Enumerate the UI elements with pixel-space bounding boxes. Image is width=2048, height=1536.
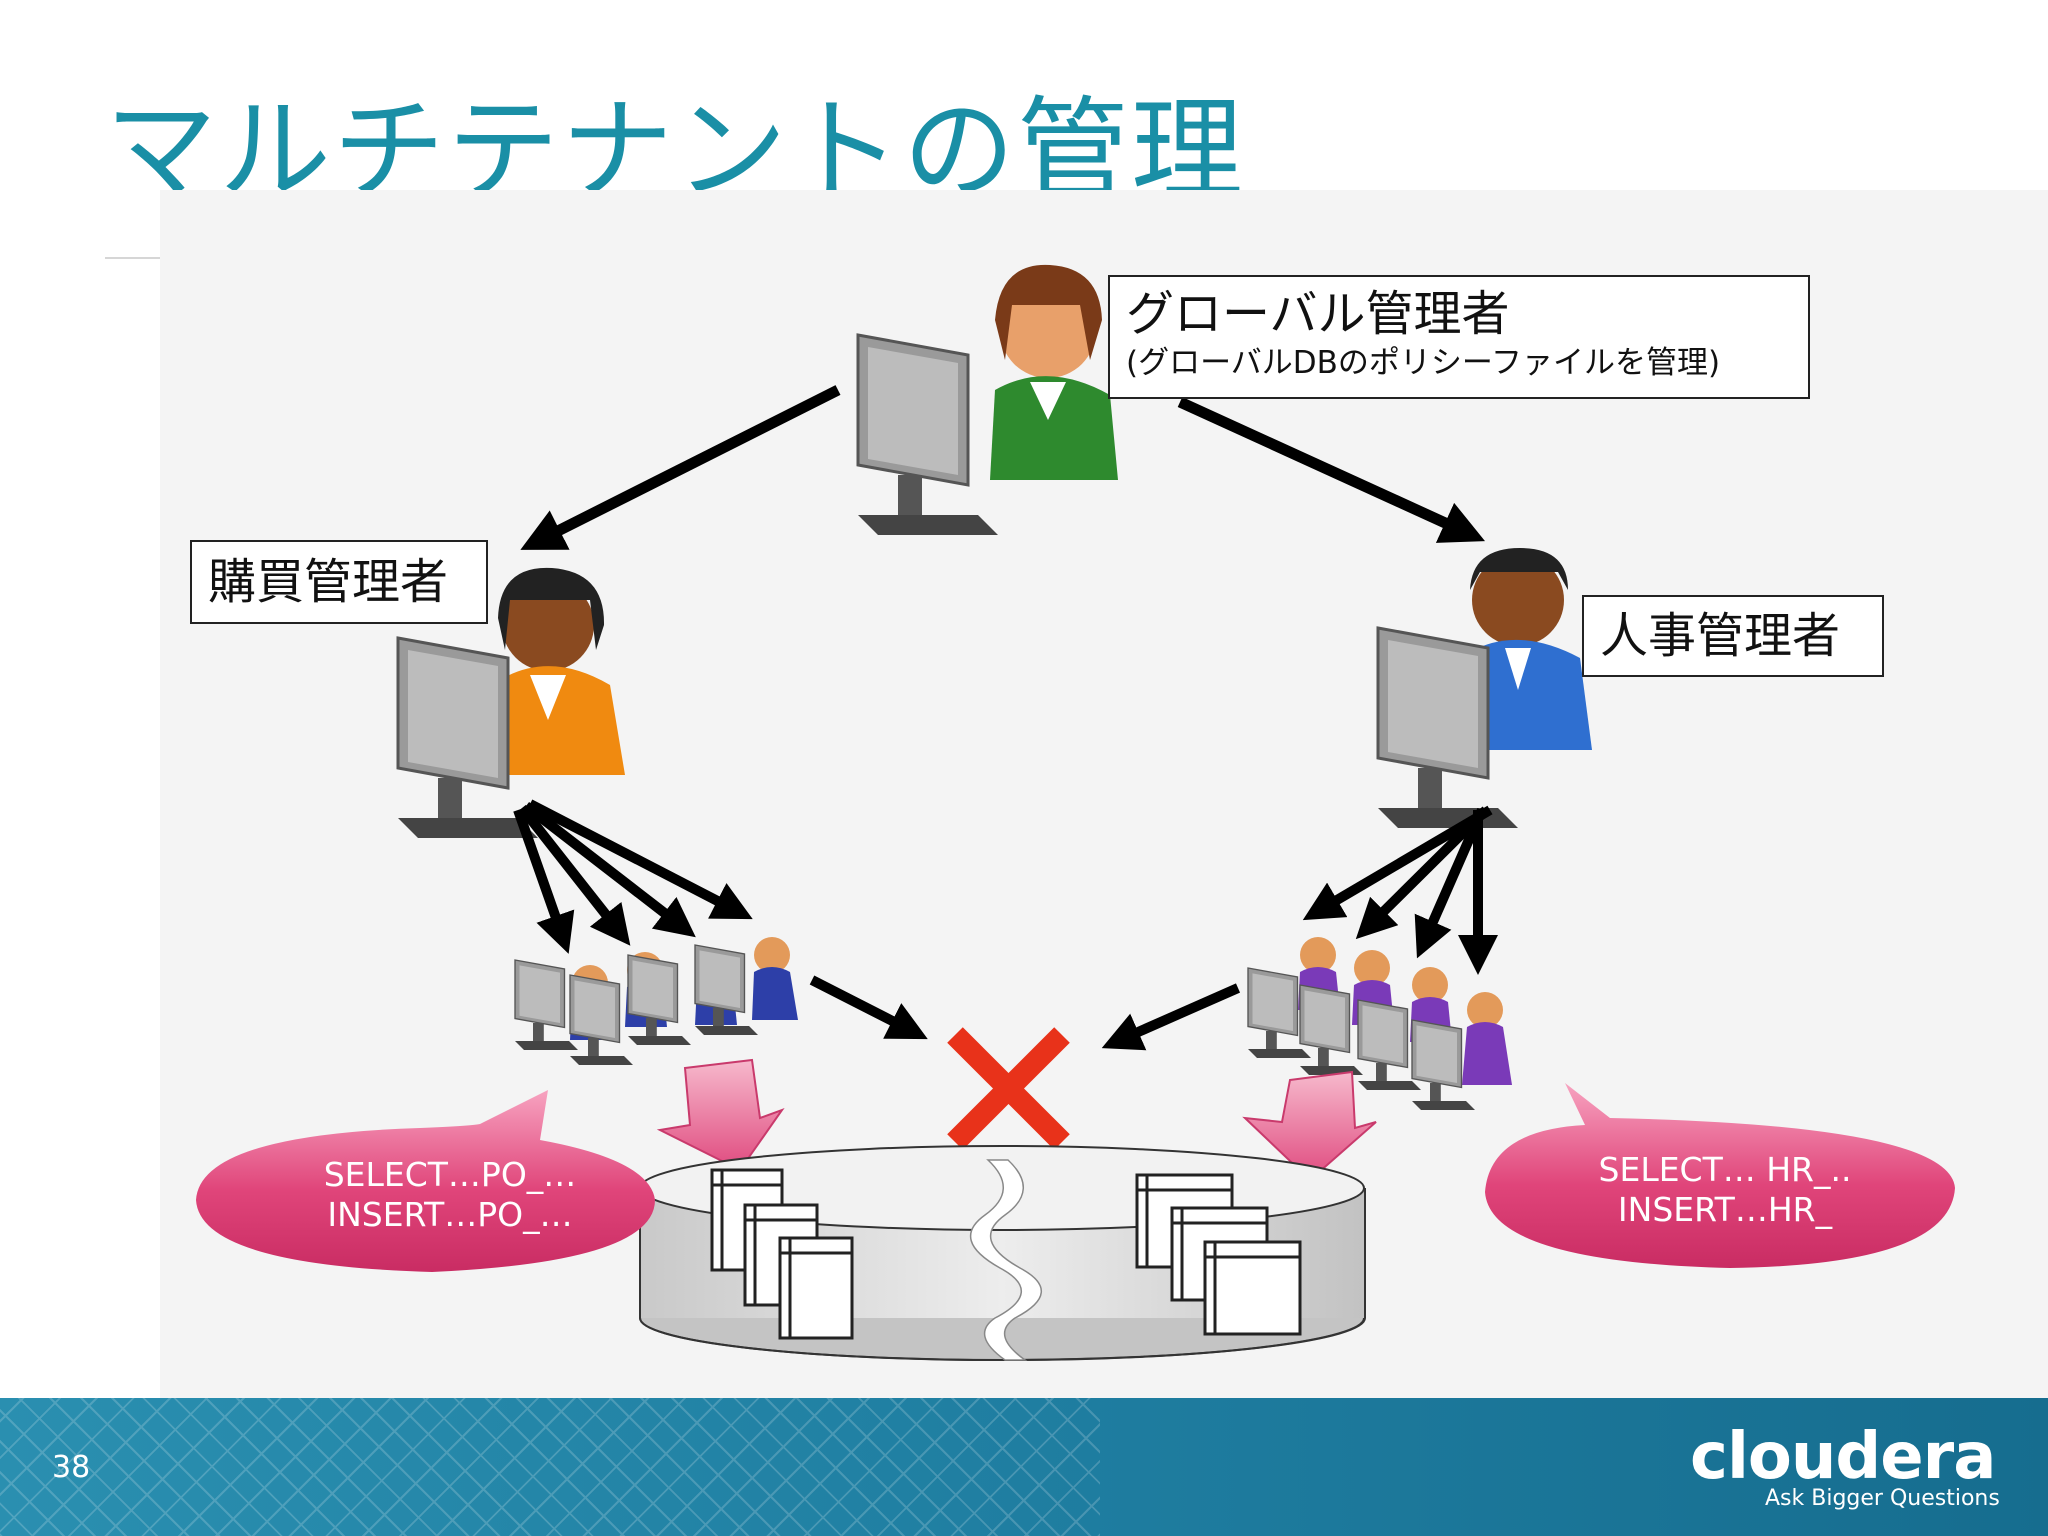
arrows-purchase-team: [513, 799, 753, 954]
arrows-denied-access: [809, 975, 1241, 1051]
hr-admin-label: 人事管理者: [1582, 595, 1884, 677]
hr-admin-figure: [1376, 548, 1592, 830]
bubble-right-line-2: INSERT…HR_: [1617, 1190, 1833, 1229]
footer-band: [0, 1398, 2048, 1536]
global-admin-label: グローバル管理者 (グローバルDBのポリシーファイルを管理): [1108, 275, 1810, 399]
footer-pattern: [0, 1398, 1100, 1536]
bubble-left-line-2: INSERT…PO_…: [327, 1195, 573, 1234]
arrows-global: [520, 385, 1486, 550]
logo-tagline: Ask Bigger Questions: [1765, 1486, 2000, 1511]
bubble-right-text: SELECT… HR_.. INSERT…HR_: [1530, 1150, 1920, 1230]
purchase-team-figures: [514, 937, 798, 1066]
speech-bubble-right: [1485, 1083, 1955, 1268]
hr-team-figures: [1247, 937, 1512, 1111]
bubble-left-line-1: SELECT…PO_…: [323, 1155, 577, 1194]
purchase-admin-figure: [396, 567, 625, 840]
purchase-tables-icon: [710, 1168, 854, 1340]
deny-x-icon: [947, 1027, 1070, 1150]
purchase-admin-label: 購買管理者: [190, 540, 488, 624]
speech-bubble-left: [196, 1090, 655, 1272]
pink-arrow-left: [656, 1058, 785, 1172]
arrows-hr-team: [1302, 805, 1498, 975]
global-admin-subtitle: (グローバルDBのポリシーファイルを管理): [1126, 345, 1721, 381]
global-admin-figure: [856, 264, 1118, 537]
bubble-right-line-1: SELECT… HR_..: [1598, 1150, 1852, 1189]
cloudera-logo: cloudera: [1690, 1420, 1996, 1494]
global-admin-title: グローバル管理者: [1126, 286, 1510, 342]
bubble-left-text: SELECT…PO_… INSERT…PO_…: [255, 1155, 645, 1235]
pink-arrow-right: [1242, 1070, 1377, 1182]
hr-tables-icon: [1135, 1173, 1302, 1336]
page-number: 38: [52, 1450, 91, 1485]
